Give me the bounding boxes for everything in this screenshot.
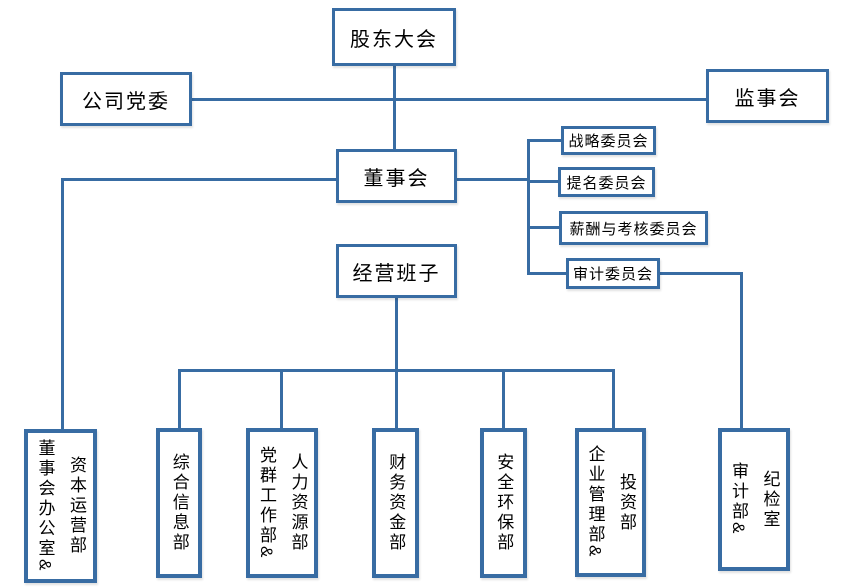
- connector-shareholders-board: [393, 66, 396, 149]
- connector-left-down-dept1: [61, 178, 64, 429]
- node-nomination-committee: 提名委员会: [558, 167, 655, 197]
- node-board-of-directors: 董事会: [336, 149, 457, 203]
- connector-board-right: [457, 178, 529, 181]
- node-dept-general-information: 综合信息部: [156, 428, 202, 578]
- node-dept-capital-operation-board-office: 资本运营部 董事会办公室&: [24, 429, 97, 583]
- node-label: 安全环保部: [494, 453, 514, 553]
- node-label: 审计委员会: [572, 266, 653, 283]
- connector-drop-dept3: [280, 369, 283, 428]
- node-dept-human-resources-party-mass-work: 人力资源部 党群工作部&: [246, 428, 318, 578]
- connector-audit-right: [660, 272, 743, 275]
- node-label: 投资部 企业管理部&: [585, 445, 636, 560]
- node-label: 纪检室 审计部&: [729, 462, 780, 537]
- node-supervisory-board: 监事会: [706, 69, 829, 123]
- node-label: 董事会: [363, 167, 430, 190]
- node-label: 战略委员会: [568, 133, 649, 150]
- node-label: 股东大会: [350, 28, 438, 51]
- connector-branch-strategy: [527, 139, 561, 142]
- node-label: 提名委员会: [566, 174, 647, 192]
- connector-committee-bracket: [527, 139, 530, 275]
- node-label: 公司党委: [82, 90, 170, 113]
- node-label: 监事会: [734, 87, 801, 110]
- node-strategy-committee: 战略委员会: [561, 126, 656, 155]
- node-label: 综合信息部: [169, 453, 189, 553]
- connector-drop-dept6: [612, 369, 615, 428]
- connector-drop-dept5: [502, 369, 505, 428]
- node-label: 薪酬与考核委员会: [569, 220, 698, 238]
- connector-management-down: [395, 298, 398, 369]
- connector-party-supervisors: [192, 98, 706, 101]
- connector-branch-audit: [527, 272, 566, 275]
- connector-branch-nomination: [527, 180, 558, 183]
- connector-board-left: [61, 178, 336, 181]
- connector-drop-dept4: [395, 369, 398, 428]
- connector-drop-dept2: [178, 369, 181, 428]
- node-remuneration-assessment-committee: 薪酬与考核委员会: [559, 211, 708, 245]
- node-party-committee: 公司党委: [60, 72, 192, 126]
- node-dept-safety-environment: 安全环保部: [480, 428, 527, 578]
- node-label: 经营班子: [352, 262, 441, 285]
- connector-audit-down-dept7: [740, 272, 743, 428]
- node-shareholders-meeting: 股东大会: [332, 8, 456, 66]
- node-label: 资本运营部 董事会办公室&: [35, 438, 86, 574]
- connector-branch-remuneration: [527, 226, 559, 229]
- node-dept-discipline-inspection-audit: 纪检室 审计部&: [718, 428, 790, 571]
- node-label: 财务资金部: [386, 453, 406, 553]
- node-dept-investment-enterprise-management: 投资部 企业管理部&: [575, 428, 646, 577]
- node-dept-finance-funds: 财务资金部: [372, 428, 419, 578]
- node-label: 人力资源部 党群工作部&: [257, 445, 308, 561]
- node-audit-committee: 审计委员会: [566, 258, 660, 289]
- node-management-team: 经营班子: [336, 244, 457, 298]
